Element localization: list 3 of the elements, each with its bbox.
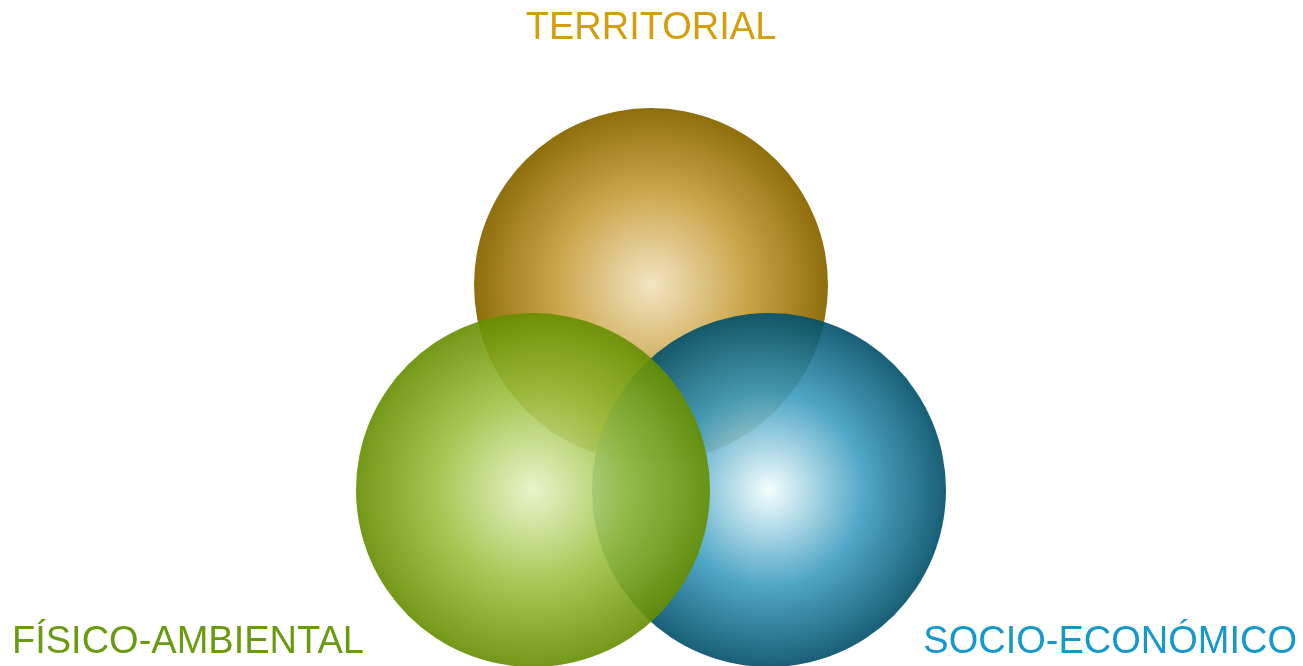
category-label: FÍSICO-AMBIENTAL — [12, 618, 364, 662]
category-label: SOCIO-ECONÓMICO — [923, 618, 1297, 662]
category-label: TERRITORIAL — [525, 4, 777, 48]
